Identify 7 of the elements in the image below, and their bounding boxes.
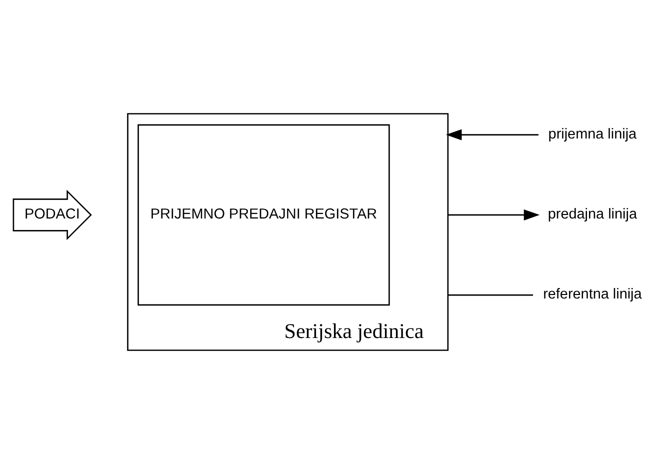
arrow (446, 128, 538, 140)
connector (448, 294, 534, 296)
node-text: predajna linija (548, 206, 637, 222)
node-text: prijemna linija (548, 126, 637, 142)
node-text: referentna linija (543, 286, 642, 302)
node-box: PRIJEMNO PREDAJNI REGISTAR (138, 124, 390, 306)
arrow (448, 208, 540, 220)
